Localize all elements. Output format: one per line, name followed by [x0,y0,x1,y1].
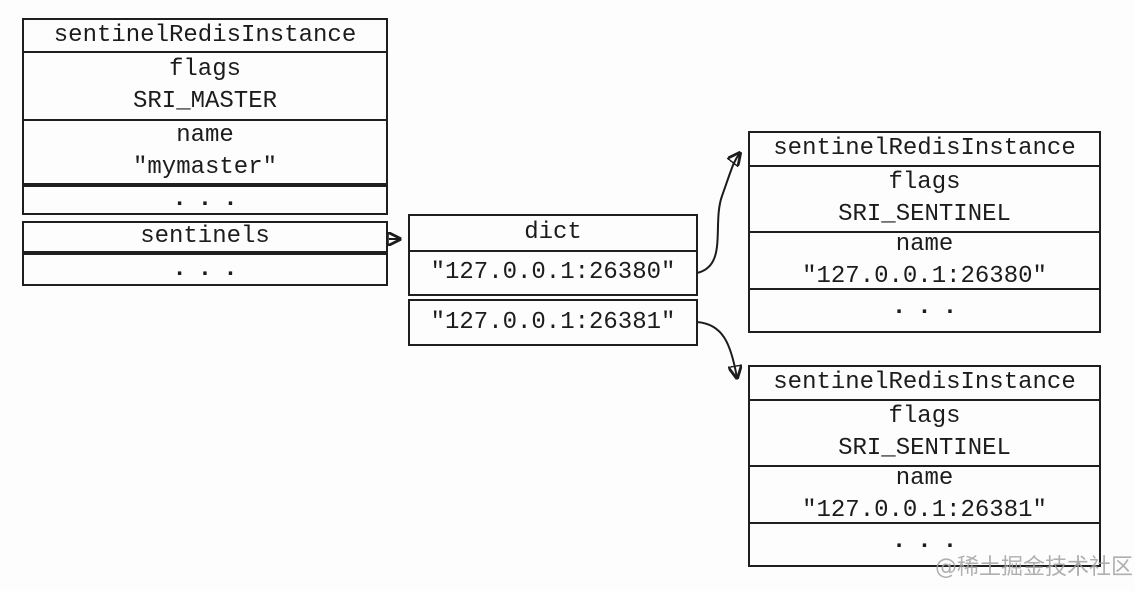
dict-entry-1: "127.0.0.1:26380" [430,259,676,287]
master-sentinels-row: sentinels [22,221,388,253]
master-ellipsis-row-2: ... [22,253,388,286]
sentinel1-title: sentinelRedisInstance [750,133,1099,167]
flags-value: SRI_SENTINEL [838,435,1011,462]
flags-label: flags [888,169,961,197]
name-label: name [176,122,234,150]
master-flags-row: flags SRI_MASTER [24,53,386,121]
sentinel2-ellipsis-row: ... [891,527,969,555]
name-label: name [895,464,954,492]
sentinel1-name-row: name "127.0.0.1:26380" [750,231,1099,290]
sentinel2-instance-box: sentinelRedisInstance flags SRI_SENTINEL… [748,365,1101,567]
flags-value: SRI_MASTER [132,88,278,115]
master-struct-group: sentinelRedisInstance flags SRI_MASTER n… [22,18,388,185]
name-value: "127.0.0.1:26380" [802,262,1047,290]
sentinel2-name-row: name "127.0.0.1:26381" [750,465,1099,524]
sentinel1-instance-box: sentinelRedisInstance flags SRI_SENTINEL… [748,131,1101,333]
sentinel2-flags-row: flags SRI_SENTINEL [750,401,1099,467]
flags-value: SRI_SENTINEL [838,201,1011,228]
master-instance-box: sentinelRedisInstance flags SRI_MASTER n… [22,18,388,289]
sentinel2-struct-group: sentinelRedisInstance flags SRI_SENTINEL… [748,365,1101,567]
master-ellipsis-row-1: ... [22,185,388,215]
name-label: name [895,230,954,258]
sentinel1-flags-row: flags SRI_SENTINEL [750,167,1099,233]
arrow-dict-entry1-to-sentinel1 [696,153,740,274]
sentinel2-title: sentinelRedisInstance [750,367,1099,401]
arrow-dict-entry2-to-sentinel2 [696,321,737,378]
dict-box: dict "127.0.0.1:26380" "127.0.0.1:26381" [408,214,698,346]
flags-label: flags [168,56,241,84]
name-value: "127.0.0.1:26381" [802,496,1047,524]
dict-title: dict [410,216,696,252]
watermark-text: @稀土掘金技术社区 [934,555,1133,580]
sentinel1-ellipsis-row: ... [891,293,969,321]
flags-label: flags [888,403,961,431]
dict-entry-2: "127.0.0.1:26381" [408,299,698,346]
dict-group: dict "127.0.0.1:26380" [408,214,698,296]
master-name-row: name "mymaster" [24,121,386,183]
sentinel1-struct-group: sentinelRedisInstance flags SRI_SENTINEL… [748,131,1101,333]
name-value: "mymaster" [132,154,278,181]
master-title: sentinelRedisInstance [24,20,386,53]
